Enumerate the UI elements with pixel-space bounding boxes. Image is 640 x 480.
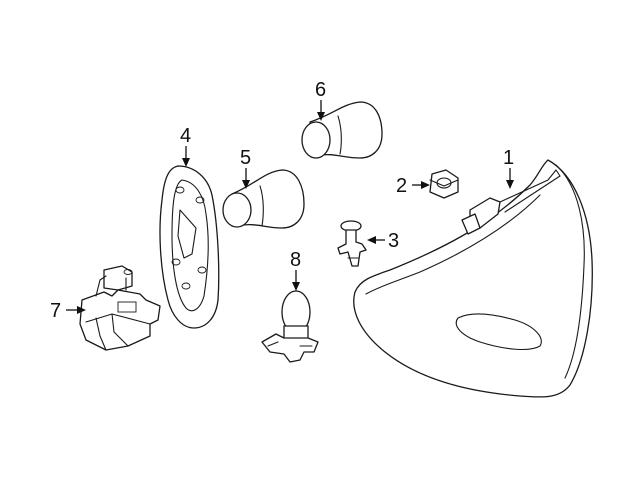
callout-number-8: 8 bbox=[290, 249, 301, 271]
callout-number-2: 2 bbox=[396, 175, 407, 197]
bulb-cover-lower bbox=[222, 169, 305, 229]
bulb-with-holder bbox=[261, 290, 319, 363]
callout-leader-7 bbox=[66, 306, 86, 314]
callout-leader-1 bbox=[506, 168, 514, 189]
callout-number-1: 1 bbox=[503, 147, 514, 169]
callout-leader-4 bbox=[182, 146, 190, 167]
callout-number-3: 3 bbox=[388, 230, 399, 252]
tail-lamp-housing bbox=[353, 159, 593, 398]
gasket bbox=[159, 165, 220, 329]
hex-nut bbox=[429, 169, 459, 199]
callout-number-7: 7 bbox=[50, 300, 61, 322]
bulb-cover-upper bbox=[301, 101, 383, 159]
callout-leader-5 bbox=[242, 168, 250, 189]
callout-leader-8 bbox=[292, 270, 300, 291]
push-pin-retainer bbox=[337, 220, 367, 267]
socket-assembly bbox=[79, 265, 161, 351]
callout-number-6: 6 bbox=[315, 79, 326, 101]
callout-number-5: 5 bbox=[240, 147, 251, 169]
callout-leader-6 bbox=[317, 100, 325, 121]
callout-leader-2 bbox=[412, 181, 430, 189]
callout-leader-3 bbox=[367, 236, 385, 244]
callout-number-4: 4 bbox=[180, 125, 191, 147]
